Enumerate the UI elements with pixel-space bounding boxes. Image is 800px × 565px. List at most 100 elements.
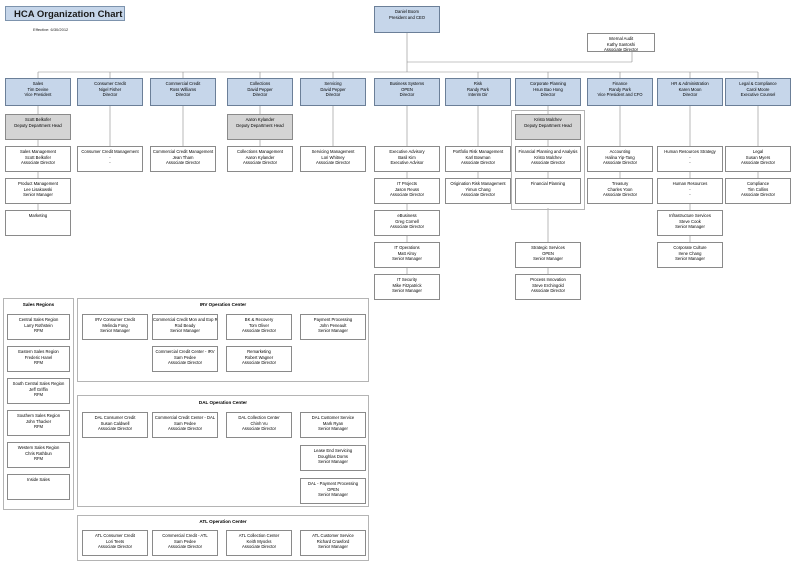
box-person: John Thacker: [25, 418, 52, 424]
box-person: Deputy Department Head: [524, 122, 572, 128]
box-person: David Pepper: [320, 86, 346, 92]
box-role: Associate Director: [243, 160, 277, 166]
box-title: Remarketing: [247, 349, 271, 354]
box-title: DAL Collection Center: [238, 415, 280, 420]
box-role: Senior Manager: [675, 256, 705, 262]
box-person: -: [689, 154, 691, 160]
org-box-marketing: Marketing: [5, 210, 71, 236]
box-title: Sales: [32, 81, 44, 86]
box-role: Associate Director: [390, 224, 424, 230]
box-person: Randy Park: [467, 86, 489, 92]
box-person: OPEN: [542, 250, 554, 256]
box-title: ATL Collection Center: [238, 533, 280, 538]
box-person: Carol Moore: [746, 86, 770, 92]
box-person: Susan Myers: [745, 154, 771, 160]
box-person: Mark Ryan: [322, 420, 344, 426]
box-person: OPEN: [401, 86, 413, 92]
box-title: ATL Consumer Credit: [94, 533, 136, 538]
box-person: Susan Caldwell: [100, 420, 130, 426]
box-person: Aaron Kylander: [245, 154, 275, 160]
box-role: -: [689, 160, 691, 166]
box-role: Interim Dir: [468, 92, 488, 98]
box-person: Jason Reuss: [394, 186, 420, 192]
box-person: Frederic Hanel: [24, 354, 53, 360]
box-title: Commercial Credit Mon and Exp Review: [153, 317, 218, 322]
box-person: Deputy Department Head: [236, 122, 284, 128]
box-title: IT Operations: [394, 245, 420, 250]
sales-regions-title: Sales Regions: [22, 302, 55, 307]
box-title: Legal & Compliance: [739, 81, 777, 86]
box-title: Scott Belkofer: [24, 117, 52, 122]
box-role: Senior Manager: [392, 256, 422, 262]
box-title: Portfolio Risk Management: [452, 149, 504, 154]
box-title: Accounting: [609, 149, 631, 154]
box-role: Senior Manager: [318, 328, 348, 334]
box-title: Process Innovation: [530, 277, 566, 282]
box-role: Associate Director: [603, 192, 637, 198]
box-role: Senior Manager: [392, 288, 422, 294]
box-person: Lori Whitney: [321, 154, 345, 160]
box-title: Payment Processing: [313, 317, 353, 322]
box-role: Senior Manager: [100, 328, 130, 334]
box-title: Infrastructure Services: [669, 213, 711, 218]
box-person: Nigel Fisher: [98, 86, 122, 92]
box-role: Associate Director: [531, 288, 565, 294]
box-title: Risk: [473, 81, 483, 86]
effective-date: Effective: 6/30/2012: [33, 27, 69, 32]
box-person: Kristo Malchev: [534, 154, 562, 160]
box-title: Aaron Kylander: [245, 117, 275, 122]
box-title: DAL - Payment Processing: [307, 481, 359, 486]
box-title: eBusiness: [397, 213, 417, 218]
box-role: Associate Director: [242, 426, 276, 432]
box-title: Commercial Credit Center - DAL: [154, 415, 216, 420]
box-role: Associate Director: [168, 360, 202, 366]
box-title: Internal Audit: [608, 36, 634, 41]
box-role: Senior Manager: [318, 492, 348, 498]
box-title: Collections: [249, 81, 271, 86]
box-title: ATL Customer Service: [312, 533, 354, 538]
box-title: Servicing: [324, 81, 342, 86]
box-title: DAL Customer Service: [311, 415, 355, 420]
box-person: John Peneault: [319, 322, 347, 328]
box-role: Director: [102, 92, 118, 98]
box-person: Lee Lisakowski: [23, 186, 53, 192]
box-person: Tim Devine: [27, 86, 49, 92]
box-role: Executive Advisor: [390, 160, 424, 166]
box-person: Randy Park: [609, 86, 631, 92]
atl-panel: [77, 515, 369, 561]
box-role: Associate Director: [98, 426, 132, 432]
box-person: Halina Yip-Tang: [605, 154, 635, 160]
box-title: Finance: [612, 81, 628, 86]
box-role: Associate Director: [98, 544, 132, 550]
box-title: Lease End Servicing: [313, 448, 353, 453]
box-person: Matt Alroy: [397, 250, 417, 256]
box-title: Daniel Boom: [395, 9, 419, 14]
box-person: Richard Crawford: [316, 538, 350, 544]
box-person: Irene Chang: [678, 250, 702, 256]
